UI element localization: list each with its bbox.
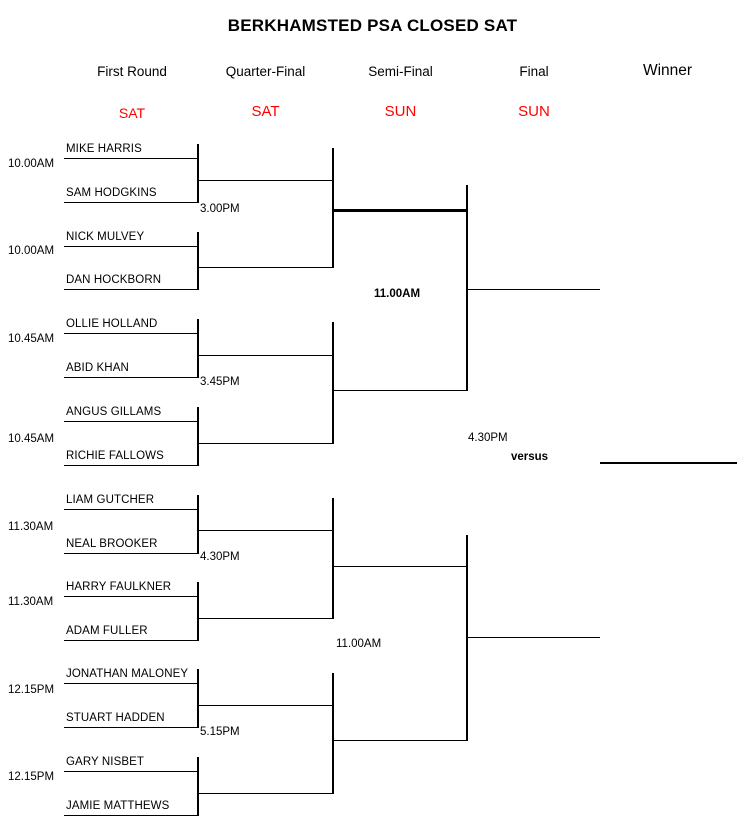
column-day-semi-final: SUN xyxy=(384,103,417,120)
player-line xyxy=(64,815,198,816)
bracket-connector xyxy=(466,185,468,391)
column-day-final: SUN xyxy=(518,103,550,120)
semi-final-line xyxy=(332,566,468,567)
player-name: ADAM FULLER xyxy=(66,625,148,637)
column-day-first-round: SAT xyxy=(118,105,146,121)
player-line xyxy=(64,421,198,422)
quarter-final-line xyxy=(197,355,333,356)
column-header-first-round: First Round xyxy=(97,64,167,79)
column-day-quarter-final: SAT xyxy=(251,103,280,120)
bracket-connector xyxy=(197,495,199,554)
quarter-final-time: 3.00PM xyxy=(200,203,240,215)
quarter-final-line xyxy=(197,443,333,444)
bracket-connector xyxy=(466,535,468,741)
player-name: ABID KHAN xyxy=(66,362,129,374)
quarter-final-line xyxy=(197,180,333,181)
column-header-semi-final: Semi-Final xyxy=(368,64,433,79)
bracket-connector xyxy=(197,319,199,378)
player-name: STUART HADDEN xyxy=(66,712,165,724)
quarter-final-line xyxy=(197,530,333,531)
quarter-final-time: 3.45PM xyxy=(200,376,240,388)
player-name: SAM HODGKINS xyxy=(66,187,157,199)
player-name: OLLIE HOLLAND xyxy=(66,318,158,330)
bracket-connector xyxy=(197,582,199,641)
versus-label: versus xyxy=(511,451,549,463)
player-line xyxy=(64,333,198,334)
column-header-quarter-final: Quarter-Final xyxy=(225,64,306,79)
quarter-final-time: 5.15PM xyxy=(200,726,240,738)
player-line xyxy=(64,727,198,728)
player-name: HARRY FAULKNER xyxy=(66,581,172,593)
bracket-connector xyxy=(197,144,199,203)
semi-final-time: 11.00AM xyxy=(374,288,421,300)
bracket-connector xyxy=(197,669,199,728)
first-round-match-time: 12.15PM xyxy=(8,684,55,696)
player-line xyxy=(64,771,198,772)
player-name: GARY NISBET xyxy=(66,756,145,768)
player-line xyxy=(64,553,198,554)
player-line xyxy=(64,683,198,684)
bracket-connector xyxy=(197,757,199,816)
bracket-connector xyxy=(197,232,199,290)
bracket-connector xyxy=(332,673,334,794)
player-name: ANGUS GILLAMS xyxy=(66,406,162,418)
bracket-connector xyxy=(332,498,334,619)
player-name: JAMIE MATTHEWS xyxy=(66,800,170,812)
player-line xyxy=(64,246,198,247)
quarter-final-line xyxy=(197,618,333,619)
first-round-match-time: 12.15PM xyxy=(8,771,55,783)
first-round-match-time: 10.45AM xyxy=(8,433,55,445)
player-line xyxy=(64,202,198,203)
first-round-match-time: 11.30AM xyxy=(8,521,54,533)
final-time: 4.30PM xyxy=(468,432,508,444)
final-line xyxy=(466,289,600,290)
player-name: RICHIE FALLOWS xyxy=(66,450,164,462)
player-line xyxy=(64,596,198,597)
first-round-match-time: 10.00AM xyxy=(8,158,55,170)
player-line xyxy=(64,158,198,159)
bracket-connector xyxy=(332,322,334,444)
player-line xyxy=(64,377,198,378)
player-name: LIAM GUTCHER xyxy=(66,494,155,506)
quarter-final-line xyxy=(197,705,333,706)
quarter-final-time: 4.30PM xyxy=(200,551,240,563)
first-round-match-time: 11.30AM xyxy=(8,596,54,608)
player-name: MIKE HARRIS xyxy=(66,143,142,155)
winner-line xyxy=(600,462,737,464)
player-line xyxy=(64,289,198,290)
semi-final-line xyxy=(332,209,468,212)
bracket-connector xyxy=(332,148,334,268)
page-title: BERKHAMSTED PSA CLOSED SAT xyxy=(227,16,518,35)
player-name: JONATHAN MALONEY xyxy=(66,668,189,680)
quarter-final-line xyxy=(197,793,333,794)
bracket-connector xyxy=(197,407,199,466)
semi-final-line xyxy=(332,740,468,741)
player-line xyxy=(64,509,198,510)
first-round-match-time: 10.45AM xyxy=(8,333,55,345)
player-line xyxy=(64,640,198,641)
column-header-winner: Winner xyxy=(642,62,693,79)
player-line xyxy=(64,465,198,466)
player-name: DAN HOCKBORN xyxy=(66,274,162,286)
first-round-match-time: 10.00AM xyxy=(8,245,55,257)
final-line xyxy=(466,637,600,638)
player-name: NEAL BROOKER xyxy=(66,538,158,550)
player-name: NICK MULVEY xyxy=(66,231,145,243)
semi-final-line xyxy=(332,390,468,391)
semi-final-time: 11.00AM xyxy=(336,638,382,650)
quarter-final-line xyxy=(197,267,333,268)
column-header-final: Final xyxy=(519,64,549,79)
